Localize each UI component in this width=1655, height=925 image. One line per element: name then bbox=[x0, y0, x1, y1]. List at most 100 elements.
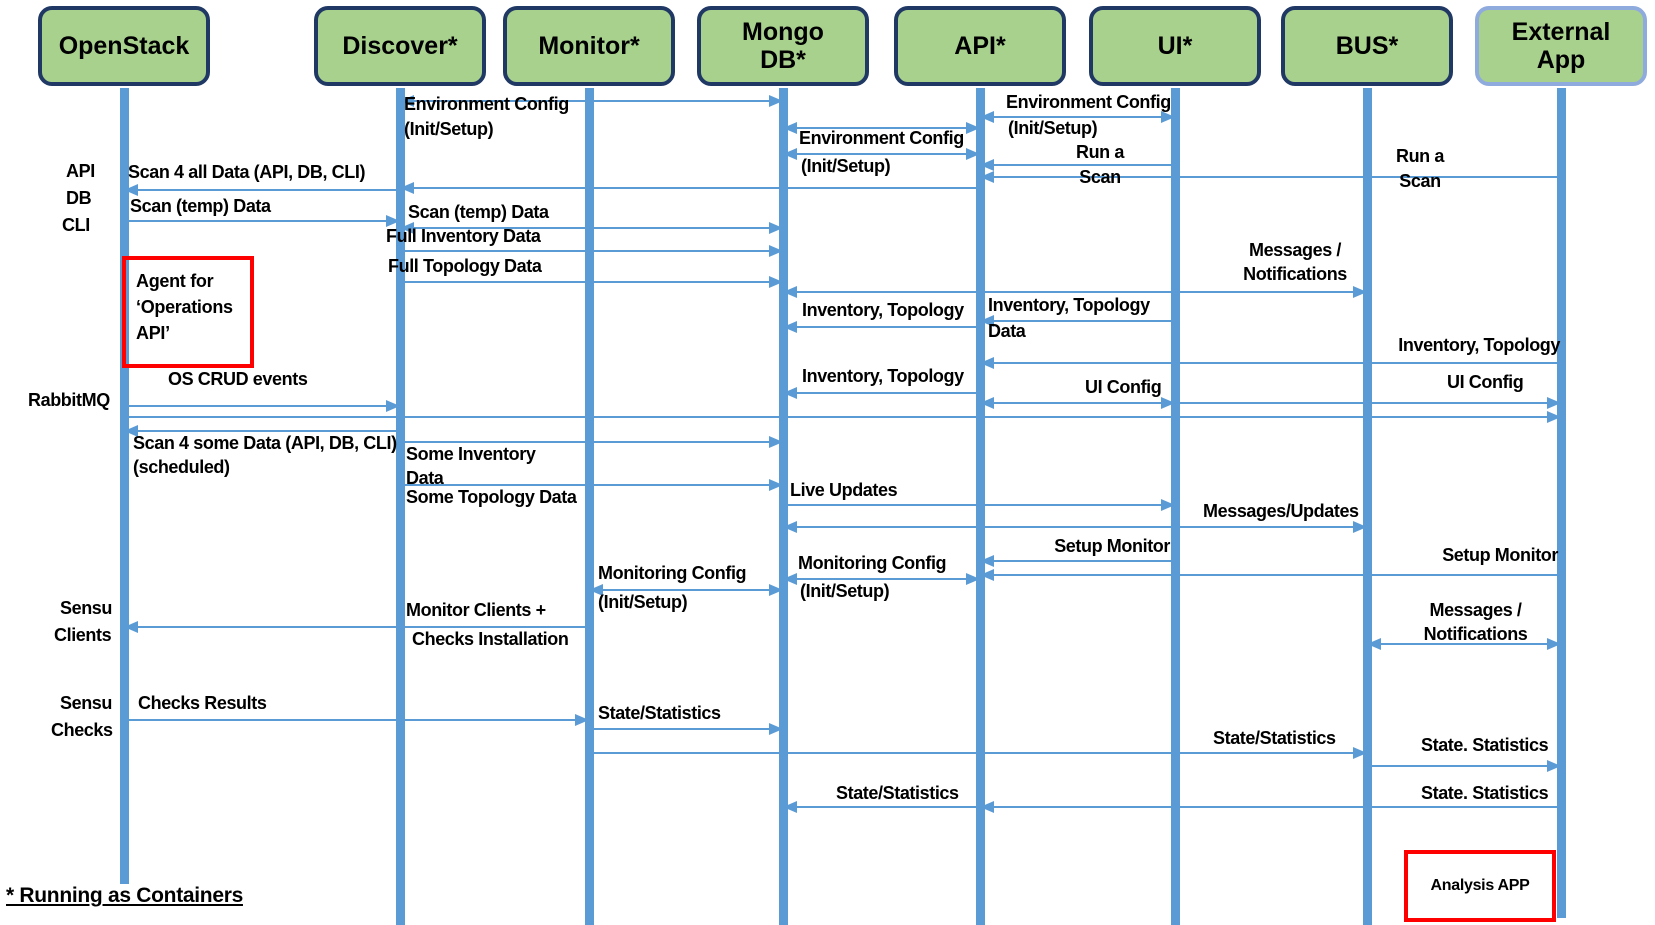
label-ui-config: UI Config bbox=[1085, 377, 1162, 397]
annotation-text: ‘Operations bbox=[136, 297, 233, 317]
message-state-statistics-bus-external bbox=[1367, 765, 1561, 768]
actor-bus: BUS* bbox=[1281, 6, 1453, 86]
label-init-setup: (Init/Setup) bbox=[801, 156, 891, 176]
message-long-line-openstack-external bbox=[124, 416, 1561, 419]
message-run-a-scan-external-api bbox=[980, 176, 1561, 179]
arrowhead-right-env-config-discover-mongodb bbox=[769, 95, 783, 107]
label-os-crud-events: OS CRUD events bbox=[168, 369, 308, 389]
label-notifications: Notifications bbox=[1243, 264, 1347, 284]
label-environment-config: Environment Config bbox=[1006, 92, 1171, 112]
label-scheduled: (scheduled) bbox=[133, 457, 230, 477]
annotation-text: API’ bbox=[136, 323, 170, 343]
annotation-text: Analysis APP bbox=[1430, 877, 1530, 894]
label-rabbitmq: RabbitMQ bbox=[28, 390, 110, 410]
arrowhead-left-state-statistics-api-mongodb bbox=[783, 801, 797, 813]
label-data: Data bbox=[988, 321, 1026, 341]
arrowhead-left-scan-relay-api-discover bbox=[400, 182, 414, 194]
arrowhead-left-scan-4-some-data-discover-openstack bbox=[124, 425, 138, 437]
label-init-setup: (Init/Setup) bbox=[800, 581, 890, 601]
message-env-config-discover-mongodb bbox=[400, 100, 783, 103]
label-sensu: Sensu bbox=[60, 693, 113, 713]
actor-mongo-db: Mongo DB* bbox=[697, 6, 869, 86]
label-monitoring-config: Monitoring Config bbox=[798, 553, 947, 573]
message-env-config-api-ui bbox=[980, 116, 1175, 119]
label-environment-config: Environment Config bbox=[404, 94, 569, 114]
message-env-config-mongodb-api-1 bbox=[783, 127, 980, 130]
message-some-inventory-data-discover-mongodb bbox=[400, 441, 783, 444]
message-run-a-scan-ui-api bbox=[980, 164, 1175, 167]
label-monitoring-config: Monitoring Config bbox=[598, 563, 747, 583]
label-setup-monitor: Setup Monitor bbox=[1054, 536, 1170, 556]
arrowhead-right-some-inventory-data-discover-mongodb bbox=[769, 436, 783, 448]
label-clients: Clients bbox=[54, 625, 112, 645]
message-inventory-topology-external-api bbox=[980, 362, 1561, 365]
arrowhead-left-state-statistics-external-api bbox=[980, 801, 994, 813]
arrowhead-right-env-config-mongodb-api-1 bbox=[966, 122, 980, 134]
arrowhead-right-messages-updates-mongodb-bus bbox=[1353, 521, 1367, 533]
arrowhead-left-ui-config-api-ui bbox=[980, 397, 994, 409]
message-state-statistics-api-mongodb bbox=[783, 806, 980, 809]
message-setup-monitor-external-api bbox=[980, 574, 1561, 577]
label-checks-results: Checks Results bbox=[138, 693, 267, 713]
actor-api: API* bbox=[894, 6, 1066, 86]
message-some-topology-data-discover-mongodb bbox=[400, 484, 783, 487]
arrowhead-right-long-line-openstack-external bbox=[1547, 411, 1561, 423]
label-live-updates: Live Updates bbox=[790, 480, 898, 500]
label-state-statistics: State. Statistics bbox=[1421, 783, 1549, 803]
lifeline-mongo-db bbox=[779, 88, 788, 925]
lifeline-external-app bbox=[1557, 88, 1566, 918]
label-full-inventory-data: Full Inventory Data bbox=[386, 226, 541, 246]
message-state-statistics-external-api bbox=[980, 806, 1561, 809]
label-init-setup: (Init/Setup) bbox=[404, 119, 494, 139]
actor-external-app: External App bbox=[1475, 6, 1647, 86]
message-state-statistics-monitor-mongodb bbox=[589, 728, 783, 731]
label-inventory-topology: Inventory, Topology bbox=[1398, 335, 1560, 355]
arrowhead-left-run-a-scan-ui-api bbox=[980, 159, 994, 171]
actor-monitor: Monitor* bbox=[503, 6, 675, 86]
label-notifications: Notifications bbox=[1423, 624, 1528, 644]
lifeline-api bbox=[976, 88, 985, 925]
arrowhead-left-scan-4-all-data-discover-openstack bbox=[124, 184, 138, 196]
arrowhead-right-monitoring-config-mongodb-api bbox=[966, 573, 980, 585]
arrowhead-left-env-config-api-ui bbox=[980, 111, 994, 123]
arrowhead-left-inventory-topology-data-ui-api bbox=[980, 315, 994, 327]
label-some-topology-data: Some Topology Data bbox=[406, 487, 577, 507]
label-state-statistics: State/Statistics bbox=[1213, 728, 1336, 748]
message-os-crud-events-openstack-discover bbox=[124, 405, 400, 408]
arrowhead-left-inventory-topology-api-mongodb bbox=[783, 321, 797, 333]
lifeline-ui bbox=[1171, 88, 1180, 925]
arrowhead-left-messages-notifications-bus-external bbox=[1367, 638, 1381, 650]
label-full-topology-data: Full Topology Data bbox=[388, 256, 542, 276]
arrowhead-right-messages-notifications-mongodb-bus bbox=[1353, 286, 1367, 298]
arrowhead-left-setup-monitor-external-api bbox=[980, 569, 994, 581]
analysis-app-note: Analysis APP bbox=[1404, 850, 1556, 922]
message-monitoring-config-mongodb-api bbox=[783, 578, 980, 581]
label-state-statistics: State. Statistics bbox=[1421, 735, 1549, 755]
label-scan-4-some-data-api-db-cli: Scan 4 some Data (API, DB, CLI) bbox=[133, 433, 397, 453]
lifeline-bus bbox=[1363, 88, 1372, 925]
arrowhead-right-scan-temp-data-discover-mongodb bbox=[769, 222, 783, 234]
label-scan-temp-data: Scan (temp) Data bbox=[130, 196, 271, 216]
label-data: Data bbox=[406, 468, 444, 488]
arrowhead-left-monitoring-config-mongodb-api bbox=[783, 573, 797, 585]
arrowhead-right-ui-config-api-ui bbox=[1161, 397, 1175, 409]
label-scan-4-all-data-api-db-cli: Scan 4 all Data (API, DB, CLI) bbox=[128, 162, 366, 182]
label-run-a: Run a bbox=[1075, 142, 1124, 162]
arrowhead-left-monitoring-config-monitor-mongodb bbox=[589, 584, 603, 596]
lifeline-openstack bbox=[120, 88, 129, 884]
label-init-setup: (Init/Setup) bbox=[1008, 118, 1098, 138]
label-scan: Scan bbox=[1079, 167, 1121, 187]
arrowhead-left-inventory-topology-api-mongodb-2 bbox=[783, 387, 797, 399]
label-checks: Checks bbox=[51, 720, 113, 740]
annotation-text: Agent for bbox=[136, 271, 214, 291]
label-setup-monitor: Setup Monitor bbox=[1442, 545, 1558, 565]
arrowhead-left-messages-notifications-mongodb-bus bbox=[783, 286, 797, 298]
message-messages-updates-mongodb-bus bbox=[783, 526, 1367, 529]
actor-openstack: OpenStack bbox=[38, 6, 210, 86]
label-state-statistics: State/Statistics bbox=[836, 783, 959, 803]
message-messages-notifications-mongodb-bus bbox=[783, 291, 1367, 294]
label-ui-config: UI Config bbox=[1447, 372, 1524, 392]
